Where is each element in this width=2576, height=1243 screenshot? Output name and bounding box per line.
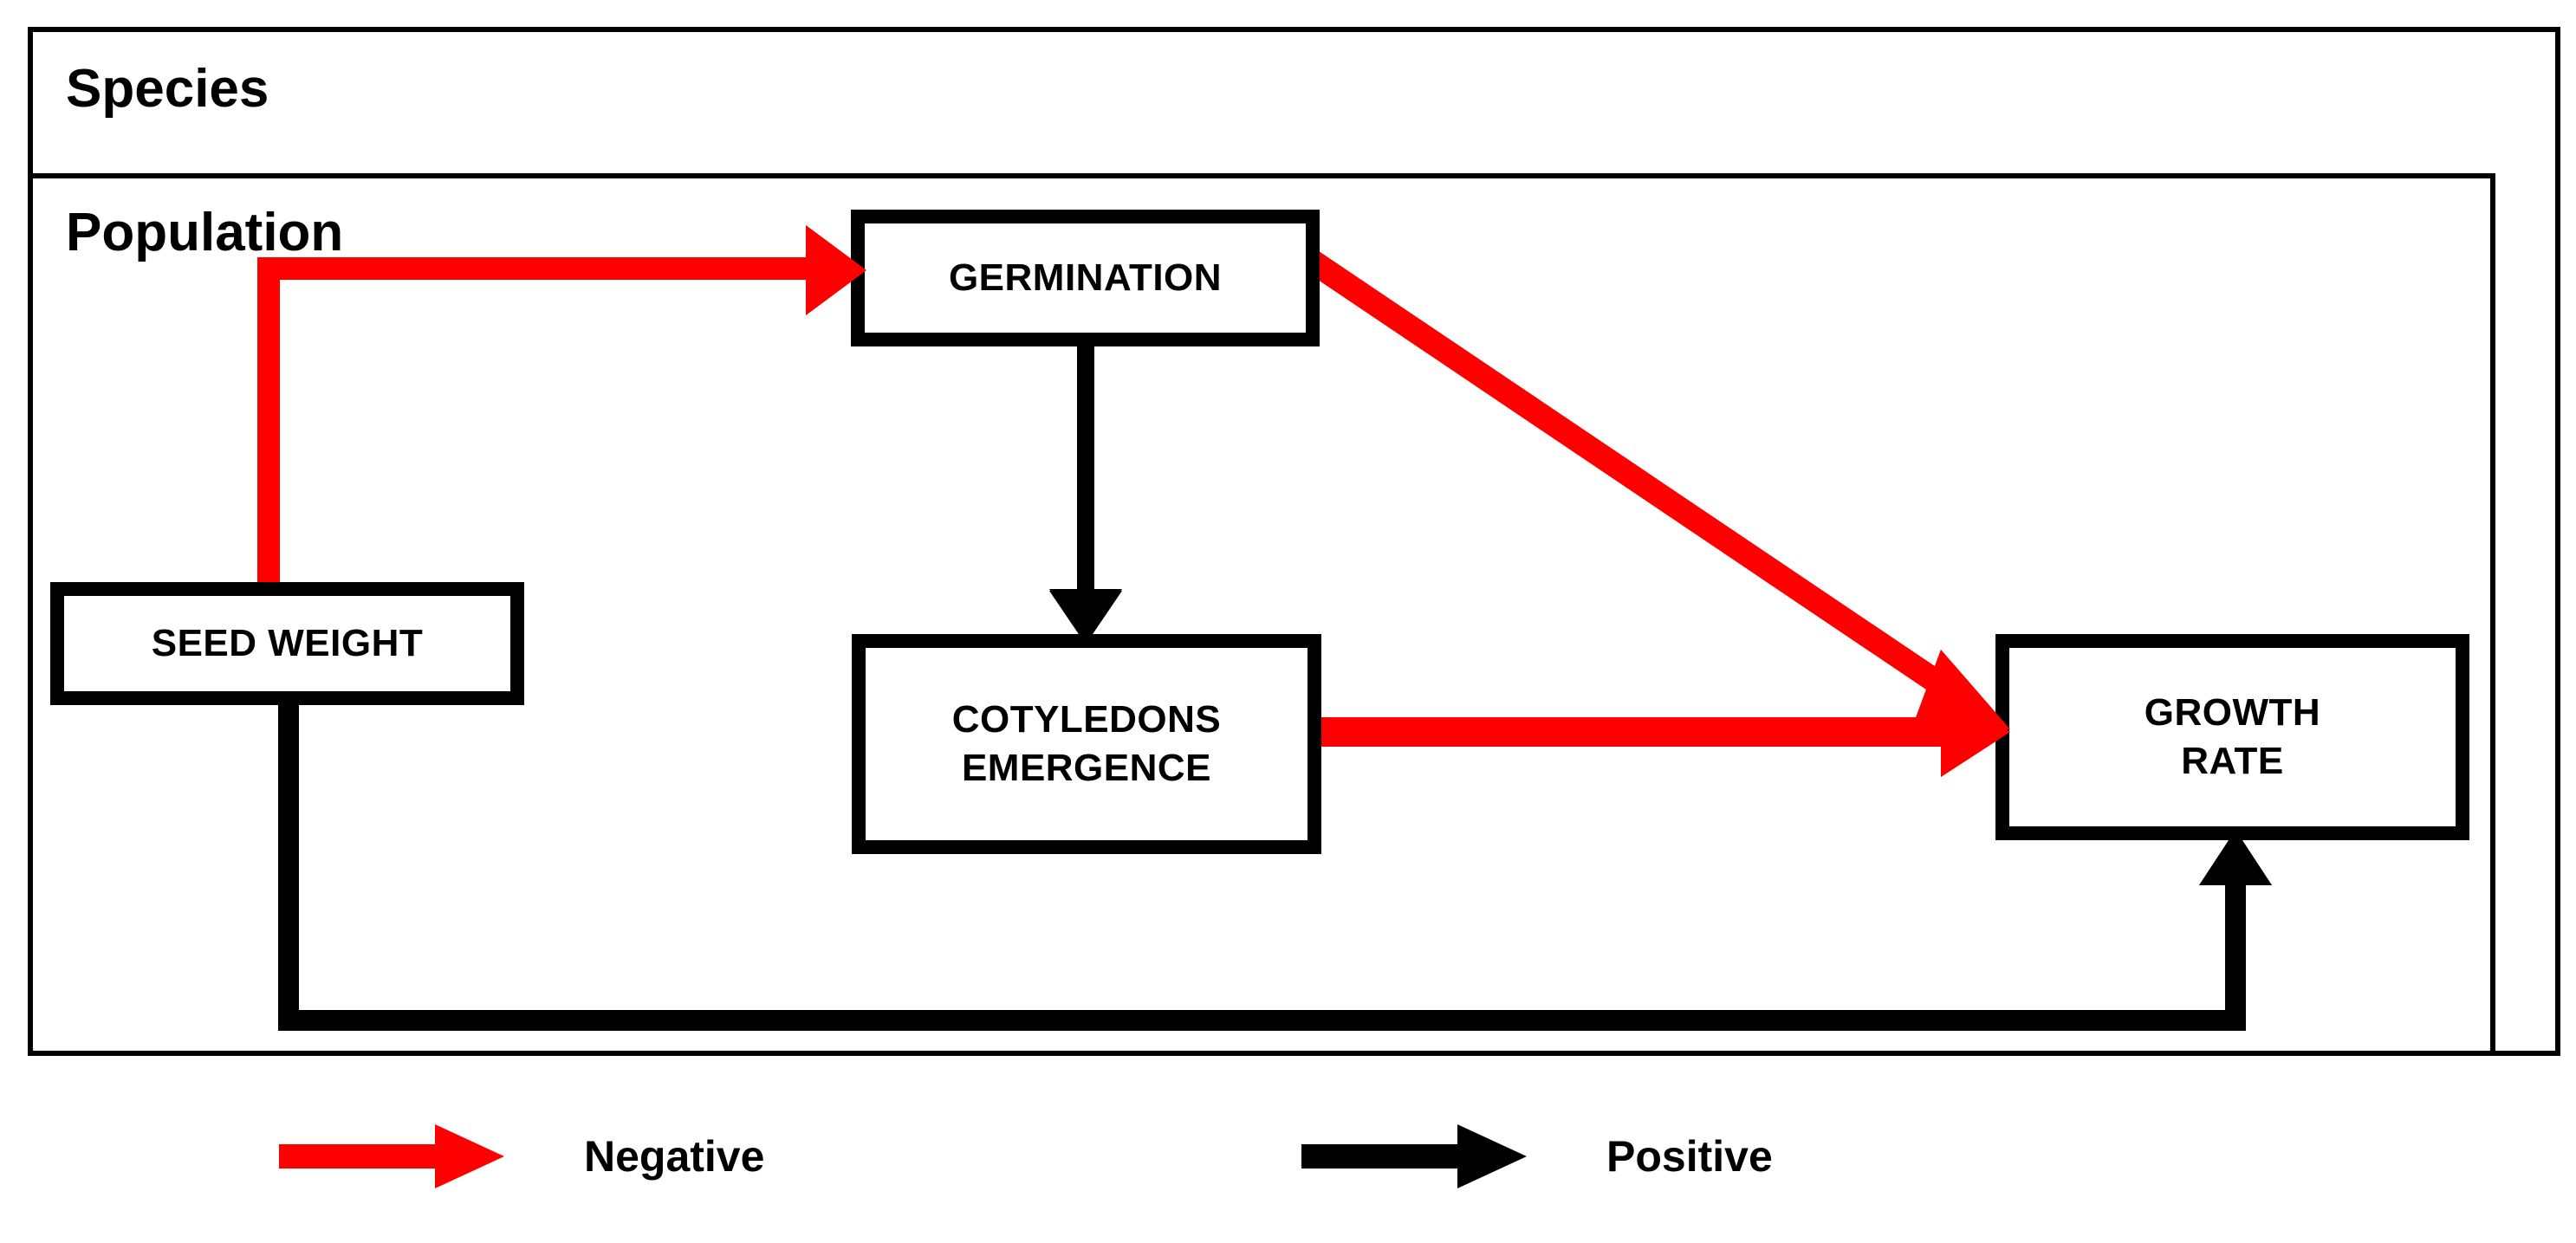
negative-arrow-icon — [279, 1124, 504, 1188]
node-seed-weight-label: SEED WEIGHT — [151, 622, 424, 664]
species-container-label: Species — [66, 59, 269, 119]
node-germination-label: GERMINATION — [948, 256, 1223, 299]
node-germination[interactable]: GERMINATION — [851, 210, 1320, 346]
legend-item-negative: Negative — [277, 1109, 764, 1204]
legend-label-positive: Positive — [1606, 1132, 1773, 1181]
legend-item-positive: Positive — [1300, 1109, 1773, 1204]
legend-label-negative: Negative — [584, 1132, 765, 1181]
population-container-frame — [28, 173, 2495, 1056]
population-container-label: Population — [66, 203, 344, 262]
node-cotyledons-emergence-label: COTYLEDONS EMERGENCE — [951, 698, 1222, 789]
legend: Negative Positive — [0, 1109, 2576, 1213]
node-seed-weight[interactable]: SEED WEIGHT — [50, 582, 524, 705]
node-growth-rate-label: GROWTH RATE — [2144, 691, 2321, 782]
node-growth-rate[interactable]: GROWTH RATE — [1995, 634, 2469, 840]
node-cotyledons-emergence[interactable]: COTYLEDONS EMERGENCE — [852, 634, 1321, 854]
positive-arrow-icon — [1301, 1124, 1527, 1188]
